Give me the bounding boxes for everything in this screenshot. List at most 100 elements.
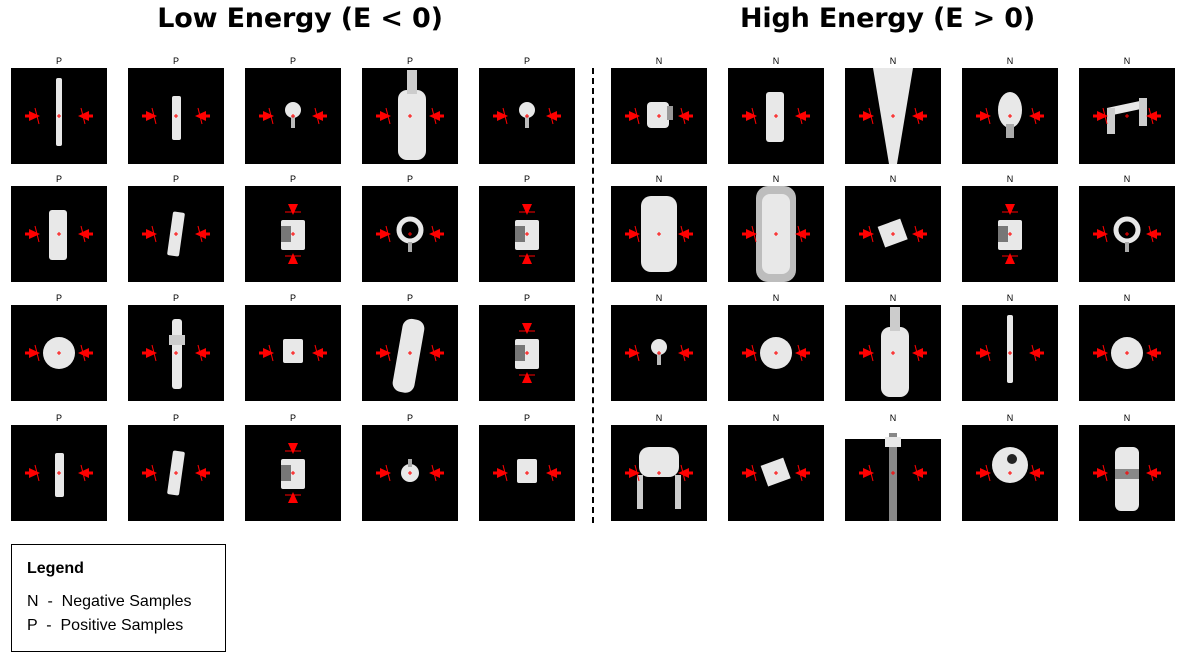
low-sample-label: P [289,56,296,66]
low-sample-image [11,68,107,164]
object-silhouette [285,102,301,128]
high-sample-label: N [772,56,780,66]
depth-image [859,307,927,397]
grasp-markers [625,464,693,482]
grasp-markers [859,464,927,482]
low-sample-image [362,68,458,164]
depth-image [493,102,561,128]
group-divider [592,68,594,523]
high-sample-label: N [1123,293,1131,303]
high-sample-label: N [1006,413,1014,423]
high-sample-label: N [772,174,780,184]
grasp-markers [376,344,444,362]
grasp-markers [742,344,810,362]
legend-item-positive: P - Positive Samples [27,617,184,634]
high-sample-label: N [1006,174,1014,184]
low-sample-image [245,68,341,164]
grasp-markers [376,225,444,243]
high-sample-image [728,186,824,282]
low-sample-image [479,305,575,401]
object-silhouette [1106,98,1147,134]
grasp-markers [742,225,810,243]
object-silhouette [845,425,941,521]
low-sample-label: P [406,56,413,66]
high-energy-title: High Energy (E > 0) [740,3,1035,34]
high-sample-image [728,425,824,521]
high-sample-image [845,186,941,282]
depth-image [625,447,693,509]
depth-image [376,216,444,252]
object-silhouette [1007,315,1013,383]
grasp-markers [376,464,444,482]
depth-image [376,70,444,160]
legend-item-negative: N - Negative Samples [27,593,192,610]
depth-image [259,339,327,363]
high-sample-image [962,68,1058,164]
grasp-markers [742,464,810,482]
low-sample-image [11,305,107,401]
object-silhouette [56,78,62,146]
depth-image [376,318,444,393]
object-silhouette [881,307,909,397]
depth-image [1093,337,1161,369]
depth-image [1093,447,1161,511]
high-sample-image [962,186,1058,282]
low-sample-label: P [406,293,413,303]
high-sample-label: N [1006,293,1014,303]
grasp-markers [625,107,693,125]
grasp-markers [976,107,1044,125]
grasp-markers [976,464,1044,482]
grasp-markers [1093,107,1161,125]
high-sample-image [611,186,707,282]
object-silhouette [992,447,1028,483]
depth-image [25,337,93,369]
depth-image [25,78,93,146]
depth-image [742,92,810,142]
high-sample-label: N [1123,56,1131,66]
depth-image [142,450,210,496]
depth-image [625,102,693,128]
low-sample-label: P [172,293,179,303]
depth-image [1093,216,1161,252]
grasp-markers [742,107,810,125]
low-sample-image [479,186,575,282]
high-sample-image [611,68,707,164]
depth-image [25,210,93,260]
grasp-markers [142,225,210,243]
low-sample-image [362,186,458,282]
depth-image [742,186,810,282]
high-sample-image [1079,186,1175,282]
low-sample-label: P [55,413,62,423]
low-sample-label: P [172,56,179,66]
depth-image [845,425,941,521]
grasp-markers [493,107,561,125]
grasp-markers [25,464,93,482]
depth-image [998,204,1022,264]
grasp-markers [519,204,535,264]
depth-image [976,92,1044,138]
legend-box: Legend N - Negative Samples P - Positive… [11,544,226,652]
depth-image [976,315,1044,383]
high-sample-label: N [655,56,663,66]
high-sample-label: N [1123,413,1131,423]
grasp-markers [259,107,327,125]
high-sample-label: N [772,413,780,423]
high-sample-image [845,305,941,401]
grasp-markers [859,107,927,125]
high-sample-image [728,305,824,401]
depth-image [976,447,1044,483]
high-sample-label: N [772,293,780,303]
grasp-markers [25,225,93,243]
high-sample-label: N [1006,56,1014,66]
grasp-markers [142,344,210,362]
depth-image [1093,98,1161,134]
grasp-markers [519,323,535,383]
low-sample-label: P [55,174,62,184]
high-sample-image [845,68,941,164]
high-sample-label: N [655,174,663,184]
depth-image [493,459,561,483]
object-silhouette [637,447,681,509]
low-sample-image [128,305,224,401]
high-sample-label: N [889,413,897,423]
high-sample-image [611,425,707,521]
